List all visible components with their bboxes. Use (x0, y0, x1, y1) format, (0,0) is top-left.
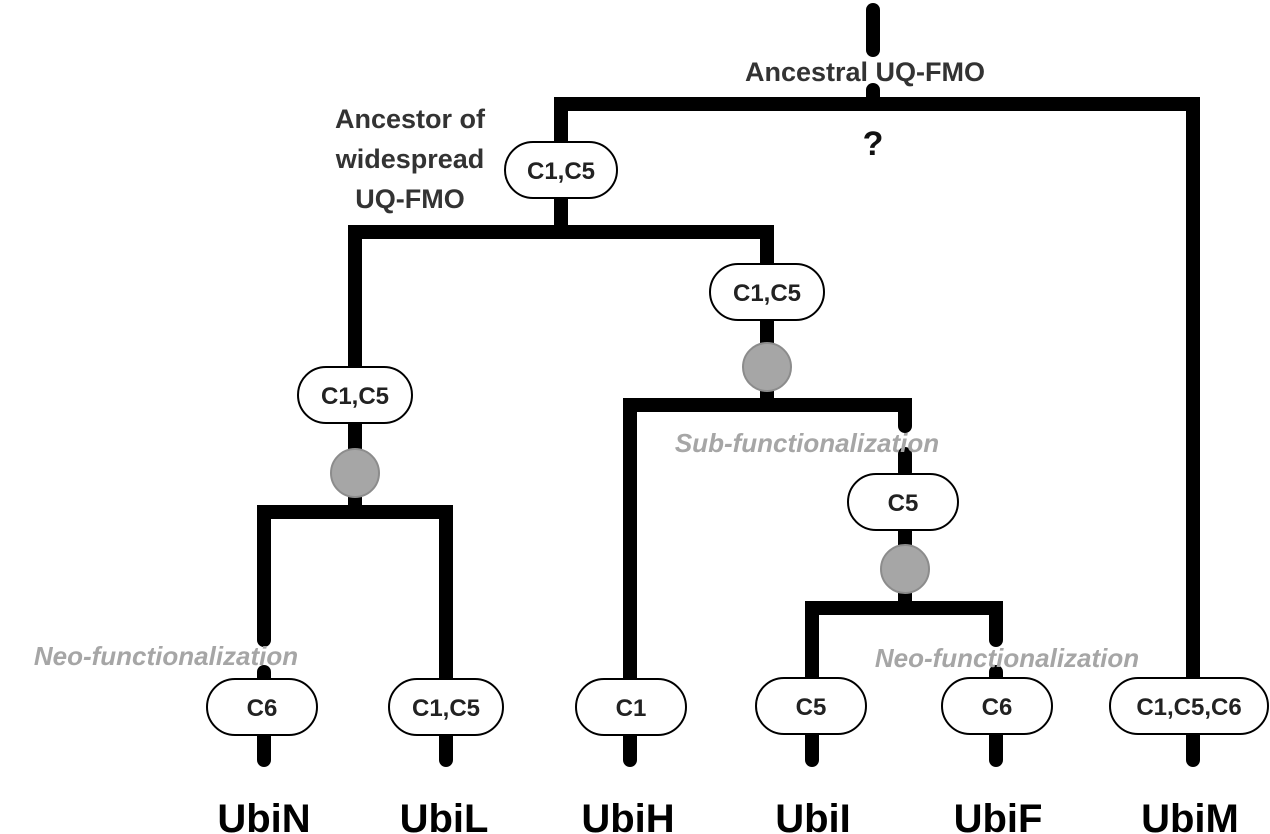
node-ubim: C1,C5,C6 (1109, 677, 1269, 735)
node-ubii: C5 (755, 677, 867, 735)
leaf-ubil: UbiL (400, 797, 489, 834)
duplication-marker-left (330, 448, 380, 498)
leaf-ubih: UbiH (581, 797, 674, 834)
svg-text:C5: C5 (888, 490, 919, 517)
leaf-ubim: UbiM (1141, 797, 1239, 834)
node-c5-clade: C5 (847, 473, 959, 531)
node-ubif: C6 (941, 677, 1053, 735)
node-ancestor: C1,C5 (504, 141, 618, 199)
ancestor-label-line1: Ancestor of (335, 104, 486, 134)
ancestor-label-line2: widespread (335, 144, 485, 174)
svg-text:C1,C5: C1,C5 (733, 280, 801, 307)
node-ubil: C1,C5 (388, 678, 504, 736)
node-right-clade: C1,C5 (709, 263, 825, 321)
ancestor-split-branch (348, 225, 774, 387)
ancestor-label-line3: UQ-FMO (355, 184, 464, 214)
leaf-ubin: UbiN (217, 797, 310, 834)
sub-functionalization-note: Sub-functionalization (675, 428, 939, 458)
root-label: Ancestral UQ-FMO (745, 57, 985, 87)
root-unknown-mark: ? (863, 125, 884, 163)
node-left-clade: C1,C5 (297, 366, 413, 424)
neo-functionalization-note-left: Neo-functionalization (34, 641, 298, 671)
duplication-marker-right (742, 342, 792, 392)
neo-functionalization-note-right: Neo-functionalization (875, 643, 1139, 673)
node-ubin: C6 (206, 678, 318, 736)
svg-text:C1,C5: C1,C5 (321, 383, 389, 410)
right-clade-split (623, 398, 912, 767)
svg-text:C6: C6 (982, 694, 1013, 721)
node-ubih: C1 (575, 678, 687, 736)
leaf-ubif: UbiF (954, 797, 1043, 834)
svg-text:C1,C5: C1,C5 (412, 695, 480, 722)
left-clade-split (257, 505, 453, 767)
duplication-marker-c5 (880, 544, 930, 594)
svg-text:C6: C6 (247, 695, 278, 722)
svg-text:C1: C1 (616, 695, 647, 722)
svg-text:C1,C5,C6: C1,C5,C6 (1136, 694, 1241, 721)
svg-text:C1,C5: C1,C5 (527, 158, 595, 185)
leaf-ubii: UbiI (775, 797, 851, 834)
svg-text:C5: C5 (796, 694, 827, 721)
